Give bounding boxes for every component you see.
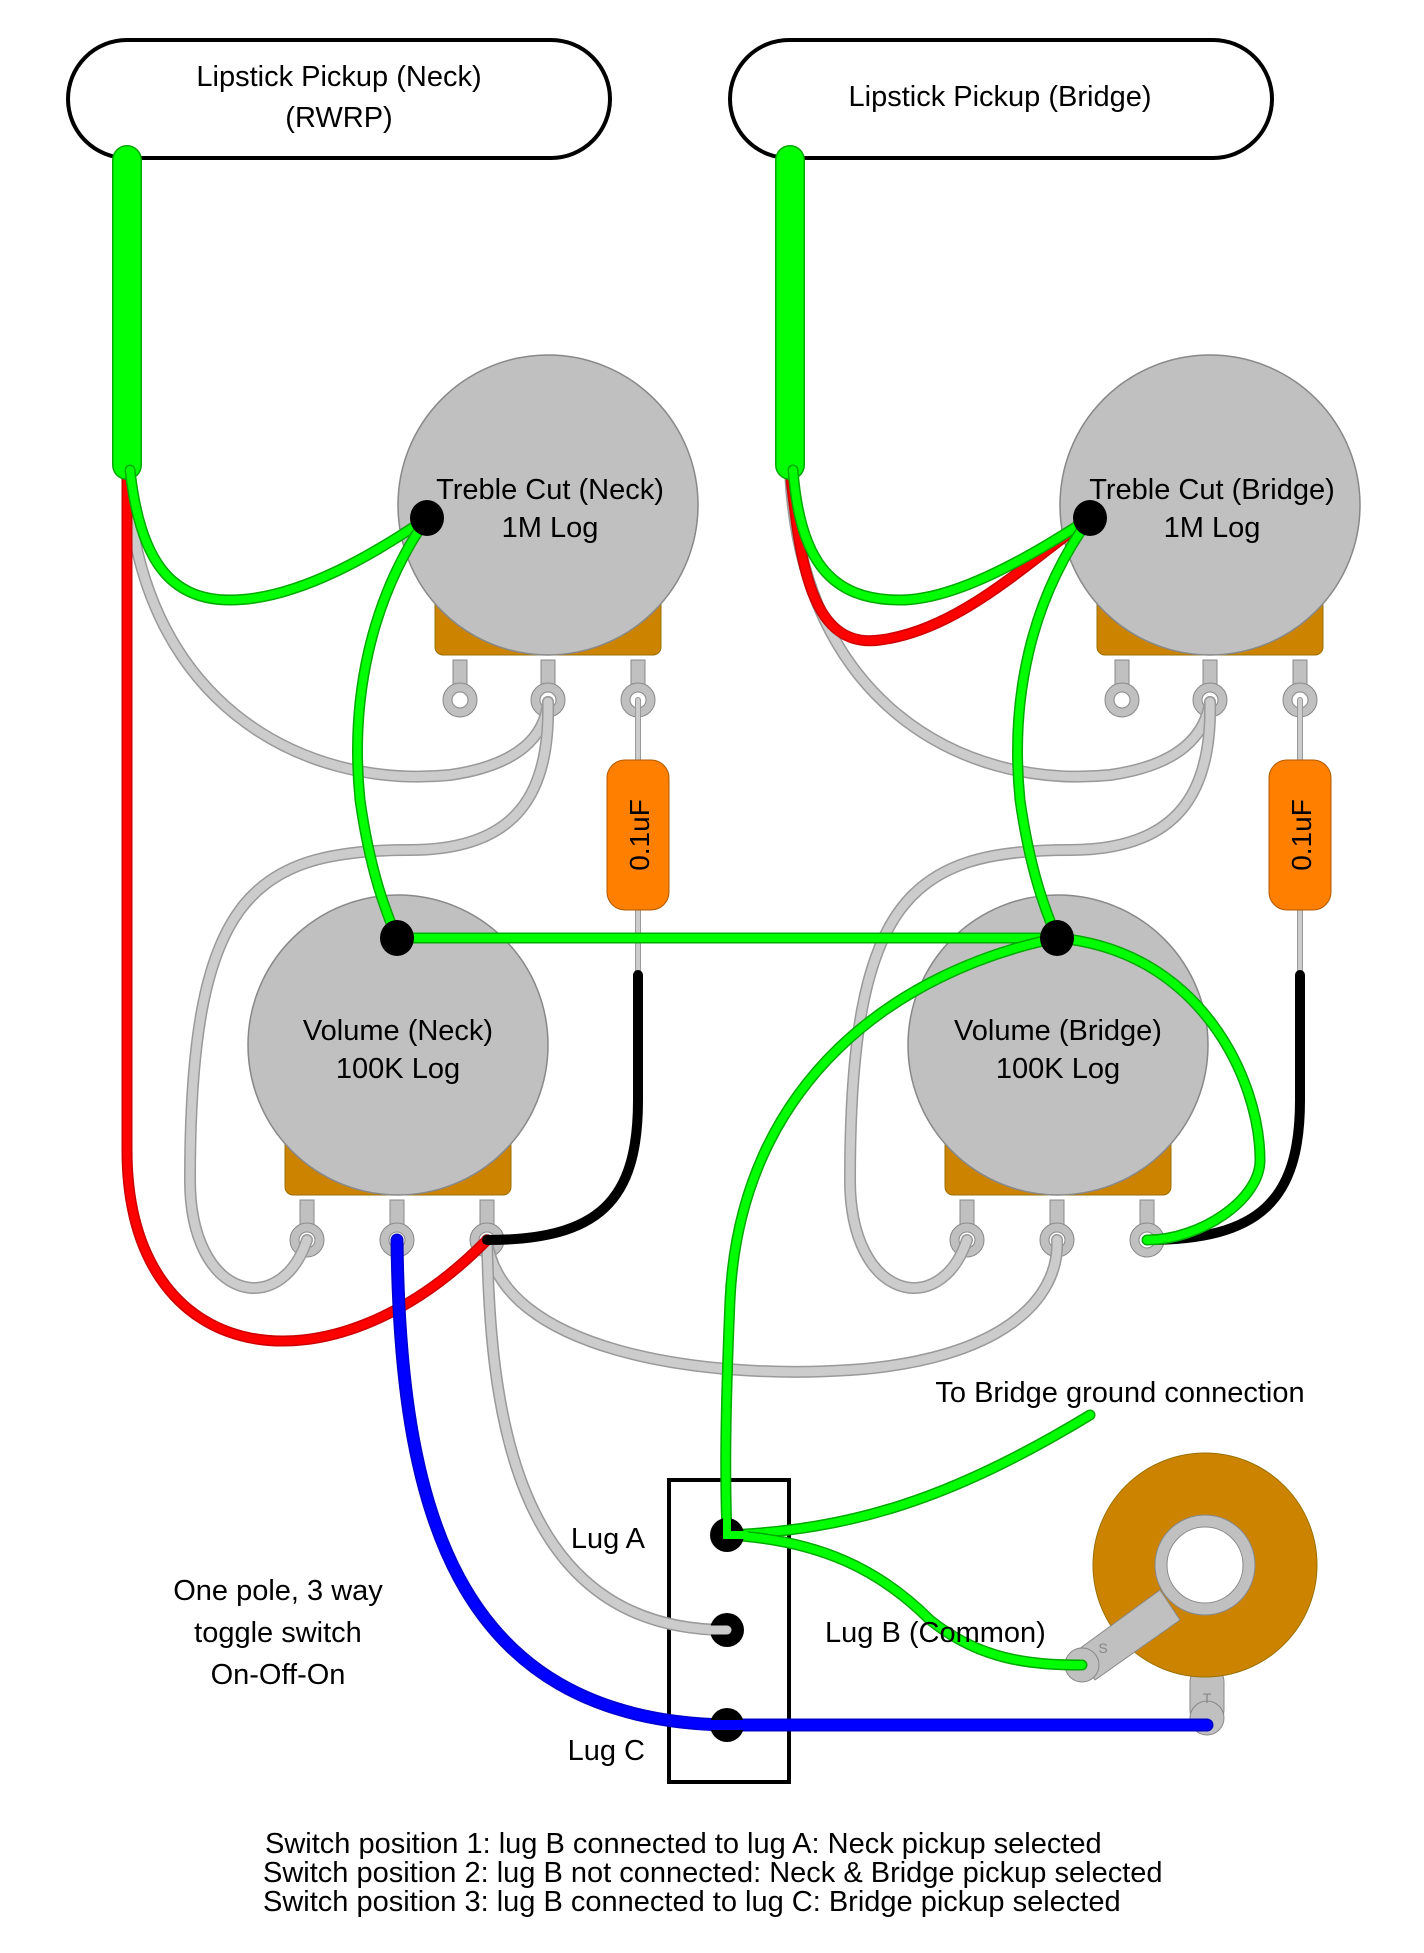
- hot-wires: [112, 145, 1266, 1671]
- switch-description-line2: toggle switch: [194, 1617, 362, 1649]
- pot-treble-bridge-name: Treble Cut (Bridge): [1089, 474, 1335, 506]
- pickup-neck-sublabel: (RWRP): [285, 102, 392, 134]
- pickup-bridge: Lipstick Pickup (Bridge): [728, 38, 1274, 160]
- bridge-ground-label: To Bridge ground connection: [935, 1377, 1304, 1409]
- lug-icon: [442, 659, 478, 718]
- pickup-neck: Lipstick Pickup (Neck) (RWRP): [66, 38, 612, 160]
- switch-description-line3: On-Off-On: [211, 1659, 346, 1691]
- note-position-3: Switch position 3: lug B connected to lu…: [263, 1886, 1121, 1918]
- solder-joint-icon: [1040, 920, 1074, 956]
- capacitor-bridge: 0.1uF: [1268, 759, 1332, 911]
- solder-joint-icon: [410, 500, 444, 536]
- pot-volume-bridge-value: 100K Log: [996, 1053, 1120, 1085]
- lug-icon: [1104, 659, 1140, 718]
- output-jack: S T: [1064, 1452, 1318, 1736]
- blue-wire: [390, 1233, 1214, 1732]
- pot-volume-neck-name: Volume (Neck): [303, 1015, 493, 1047]
- pot-treble-neck: Treble Cut (Neck) 1M Log: [397, 354, 699, 718]
- lug-b-label: Lug B (Common): [825, 1617, 1046, 1649]
- jack-sleeve-label: S: [1098, 1640, 1107, 1656]
- pot-volume-neck: Volume (Neck) 100K Log: [247, 894, 549, 1258]
- pot-treble-bridge-value: 1M Log: [1164, 512, 1261, 544]
- note-position-1: Switch position 1: lug B connected to lu…: [265, 1828, 1102, 1860]
- pot-treble-bridge: Treble Cut (Bridge) 1M Log: [1059, 354, 1361, 718]
- note-position-2: Switch position 2: lug B not connected: …: [263, 1857, 1163, 1889]
- pot-volume-bridge-name: Volume (Bridge): [954, 1015, 1162, 1047]
- lug-icon: [1129, 1199, 1165, 1258]
- red-wires: [121, 464, 1096, 1347]
- solder-joint-icon: [380, 920, 414, 956]
- lug-c-label: Lug C: [568, 1735, 645, 1767]
- capacitor-bridge-value: 0.1uF: [1286, 799, 1317, 871]
- pickup-bridge-label: Lipstick Pickup (Bridge): [849, 81, 1152, 113]
- solder-joint-icon: [1073, 500, 1107, 536]
- pot-treble-neck-value: 1M Log: [502, 512, 599, 544]
- pot-volume-bridge: Volume (Bridge) 100K Log: [907, 894, 1209, 1258]
- switch-description-line1: One pole, 3 way: [173, 1575, 383, 1607]
- lug-a-label: Lug A: [571, 1523, 646, 1555]
- solder-joints: [380, 500, 1107, 956]
- pot-treble-neck-name: Treble Cut (Neck): [436, 474, 664, 506]
- capacitor-neck-value: 0.1uF: [624, 799, 655, 871]
- pickup-neck-label: Lipstick Pickup (Neck): [196, 61, 481, 93]
- jack-tip-label: T: [1203, 1690, 1212, 1706]
- capacitor-neck: 0.1uF: [606, 759, 670, 911]
- pot-volume-neck-value: 100K Log: [336, 1053, 460, 1085]
